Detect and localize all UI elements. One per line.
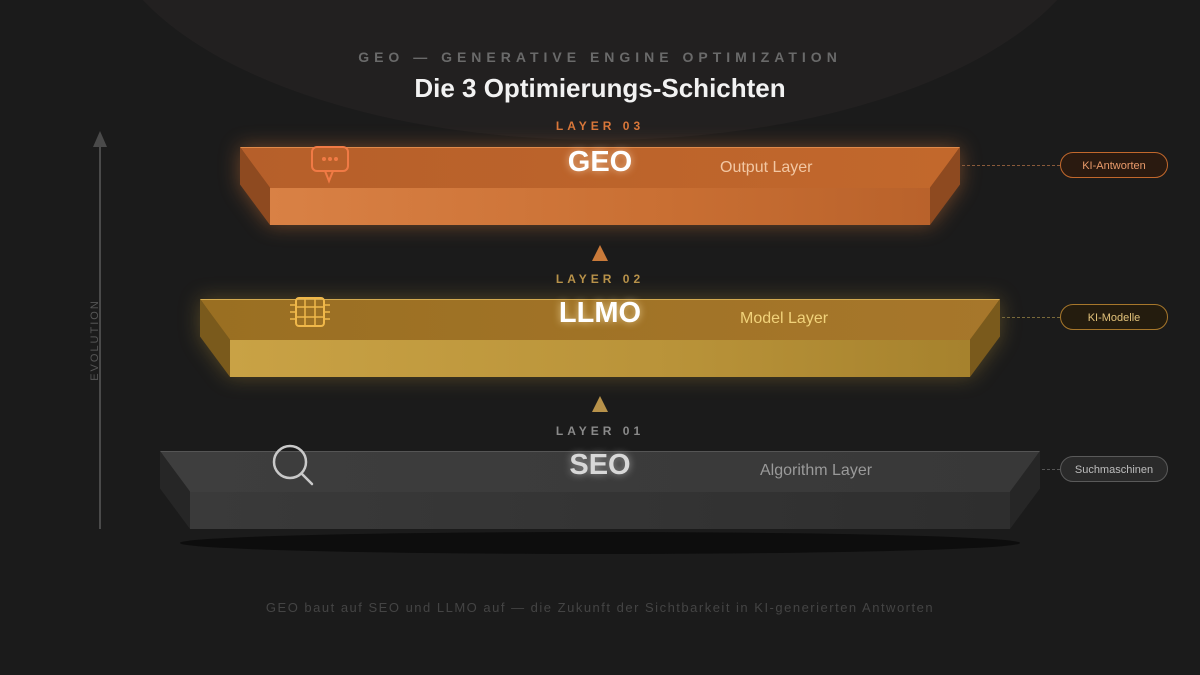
layer-tag-seo: LAYER 01: [555, 424, 645, 438]
search-icon: [272, 444, 314, 486]
eyebrow: GEO — GENERATIVE ENGINE OPTIMIZATION: [358, 49, 842, 65]
evolution-axis: [99, 143, 101, 529]
connector-seo: [1042, 469, 1060, 470]
page-title: Die 3 Optimierungs-Schichten: [414, 73, 786, 103]
layer-tag-llmo: LAYER 02: [555, 272, 645, 286]
axis-arrow-icon: [93, 131, 107, 147]
layer-subtitle-geo: Output Layer: [720, 159, 813, 176]
layer-subtitle-llmo: Model Layer: [740, 310, 829, 327]
layer-name-llmo: LLMO: [558, 297, 642, 329]
layer-name-seo: SEO: [569, 449, 631, 481]
chip-icon: [290, 297, 330, 327]
layer-tag-geo: LAYER 03: [555, 119, 645, 133]
layer-name-geo: GEO: [567, 146, 633, 178]
chat-bubble-icon: [311, 146, 349, 184]
pill-ki-antworten[interactable]: KI-Antworten: [1060, 152, 1168, 178]
connector-geo: [962, 165, 1060, 166]
pill-suchmaschinen[interactable]: Suchmaschinen: [1060, 456, 1168, 482]
footer-text: GEO baut auf SEO und LLMO auf — die Zuku…: [265, 600, 935, 615]
pill-ki-modelle[interactable]: KI-Modelle: [1060, 304, 1168, 330]
layer-subtitle-seo: Algorithm Layer: [760, 462, 873, 479]
ground-shadow: [180, 532, 1020, 554]
up-arrow-icon: [592, 245, 608, 261]
layer-slab-llmo: [200, 299, 1000, 377]
layer-slab-geo: [240, 147, 960, 225]
connector-llmo: [1002, 317, 1060, 318]
up-arrow-icon: [592, 396, 608, 412]
